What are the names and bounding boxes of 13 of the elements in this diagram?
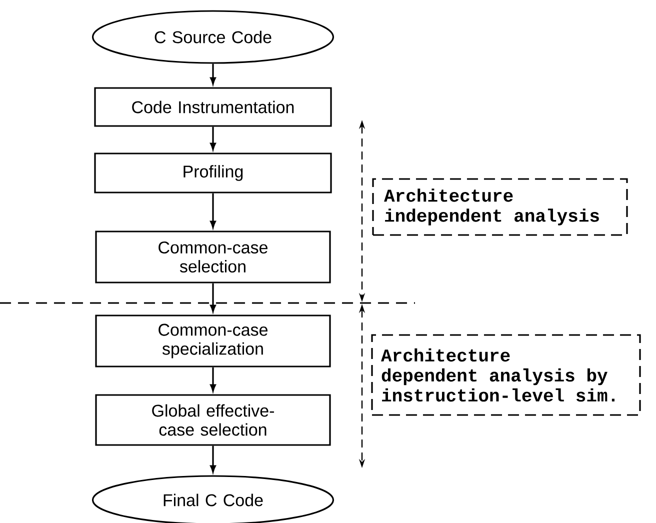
arrow (210, 64, 216, 84)
process-box: Profiling (94, 152, 332, 194)
process-box: Code Instrumentation (94, 87, 332, 127)
annotation-box: Architecture dependent analysis by instruction-level sim. (371, 334, 641, 416)
process-box: Common-case selection (95, 230, 331, 284)
process-box: Global effective-case selection (95, 394, 331, 446)
process-box: Common-case specialization (95, 314, 331, 368)
arrow (210, 126, 216, 150)
arrow (210, 367, 216, 392)
arrow (210, 446, 216, 472)
annotation-box: Architecture independent analysis (372, 178, 628, 236)
arrow (210, 193, 216, 228)
arrow (210, 283, 216, 312)
